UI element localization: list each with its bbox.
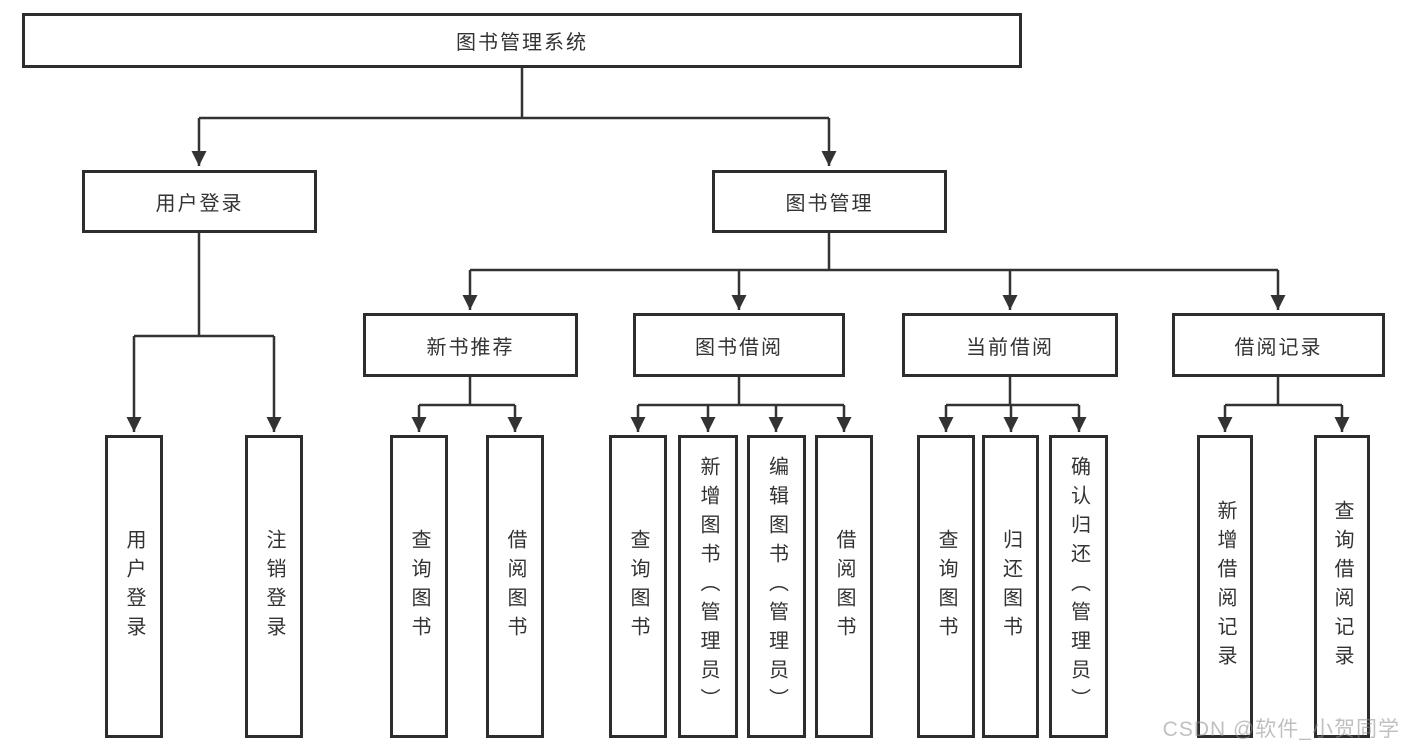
node-borrow-records: 借阅记录 <box>1172 313 1385 377</box>
leaf-records-add-record: 新增借阅记录 <box>1197 435 1253 738</box>
node-label: 图书借阅 <box>695 336 783 359</box>
node-label: 借阅图书 <box>833 528 855 645</box>
node-label: 注销登录 <box>263 528 285 645</box>
node-label: 确认归还（管理员） <box>1067 456 1090 717</box>
leaf-current-query-books: 查询图书 <box>917 435 975 738</box>
node-label: 查询图书 <box>408 528 430 645</box>
node-label: 当前借阅 <box>966 336 1054 359</box>
leaf-borrow-edit-books-admin: 编辑图书（管理员） <box>747 435 806 738</box>
node-label: 用户登录 <box>123 528 145 645</box>
node-label: 图书管理 <box>785 193 874 215</box>
node-book-management: 图书管理 <box>712 170 947 233</box>
leaf-logout: 注销登录 <box>245 435 303 738</box>
leaf-borrow-borrow-books: 借阅图书 <box>815 435 873 738</box>
node-book-borrow: 图书借阅 <box>633 313 845 377</box>
node-label: 借阅记录 <box>1234 336 1323 359</box>
leaf-recommend-query-books: 查询图书 <box>390 435 448 738</box>
leaf-recommend-borrow-books: 借阅图书 <box>486 435 544 738</box>
node-label: 借阅图书 <box>504 528 526 645</box>
node-label: 归还图书 <box>999 528 1022 645</box>
leaf-borrow-add-books-admin: 新增图书（管理员） <box>678 435 738 738</box>
node-label: 图书管理系统 <box>456 32 588 54</box>
node-label: 新增借阅记录 <box>1214 499 1236 674</box>
node-label: 编辑图书（管理员） <box>765 456 788 717</box>
node-library-management-system: 图书管理系统 <box>22 13 1022 68</box>
node-current-borrow: 当前借阅 <box>902 313 1118 377</box>
leaf-records-query-record: 查询借阅记录 <box>1314 435 1370 738</box>
node-label: 查询图书 <box>935 528 957 645</box>
node-label: 查询图书 <box>627 528 649 645</box>
node-new-book-recommend: 新书推荐 <box>363 313 578 377</box>
leaf-current-confirm-return-admin: 确认归还（管理员） <box>1049 435 1108 738</box>
node-label: 新增图书（管理员） <box>697 456 719 717</box>
node-label: 查询借阅记录 <box>1331 499 1353 674</box>
node-label: 新书推荐 <box>426 336 515 359</box>
node-user-login: 用户登录 <box>82 170 317 233</box>
node-label: 用户登录 <box>155 193 244 215</box>
leaf-user-login: 用户登录 <box>105 435 163 738</box>
leaf-current-return-books: 归还图书 <box>982 435 1039 738</box>
leaf-borrow-query-books: 查询图书 <box>609 435 667 738</box>
